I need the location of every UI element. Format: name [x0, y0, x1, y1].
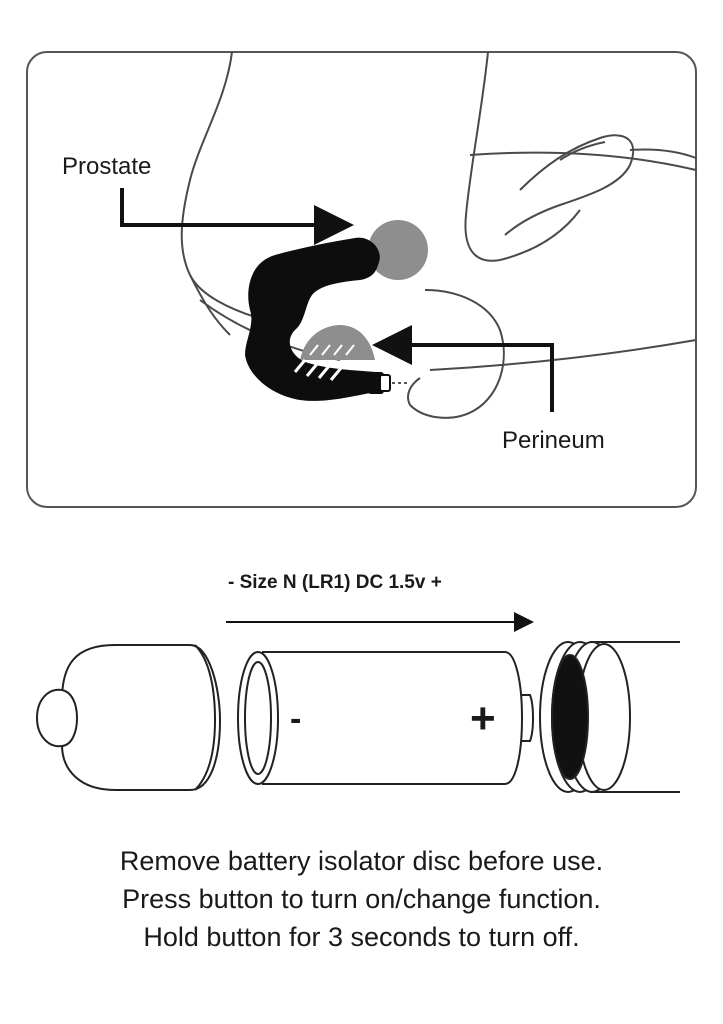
device-tube [539, 641, 680, 793]
instruction-line: Remove battery isolator disc before use. [119, 846, 604, 876]
instructions: Remove battery isolator disc before use.… [0, 842, 723, 956]
instruction-line: Hold button for 3 seconds to turn off. [143, 922, 580, 952]
device-ridges [293, 359, 343, 381]
battery-positive-symbol: + [470, 694, 496, 743]
end-cap-knob [35, 688, 79, 748]
perineum-area [300, 325, 375, 360]
prostate-arrow [120, 188, 354, 245]
end-cap [35, 644, 222, 791]
perineum-hatching [309, 344, 355, 356]
tube-opening [551, 654, 589, 780]
perineum-arrow [372, 325, 554, 412]
battery-size-label: - Size N (LR1) DC 1.5v + [228, 572, 442, 593]
prostate-gland [368, 220, 428, 280]
massager-device [245, 237, 380, 401]
panel-frame [26, 51, 697, 508]
device-button [379, 374, 391, 392]
battery-cell [237, 651, 534, 785]
anatomy-panel: Prostate Perineum [26, 51, 697, 508]
battery-section: - Size N (LR1) DC 1.5v + - + [35, 572, 680, 793]
prostate-label: Prostate [62, 153, 151, 180]
instruction-line: Press button to turn on/change function. [122, 884, 601, 914]
battery-negative-symbol: - [290, 700, 301, 738]
perineum-label: Perineum [502, 427, 605, 454]
